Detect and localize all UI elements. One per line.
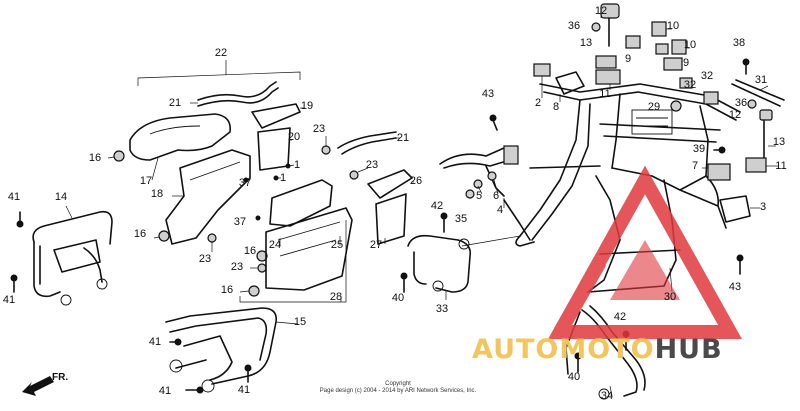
- callout-c17: 17: [140, 175, 152, 187]
- callout-c1a: 1: [294, 159, 300, 171]
- callout-c2: 2: [535, 97, 541, 109]
- watermark-brand-hub: HUB: [655, 334, 723, 365]
- callout-c42b: 42: [614, 311, 626, 323]
- callout-c41a: 41: [8, 191, 20, 203]
- callout-c23d: 23: [231, 261, 243, 273]
- callout-c24: 24: [269, 239, 281, 251]
- callout-c5: 5: [476, 190, 482, 202]
- callout-c37b: 37: [234, 216, 246, 228]
- callout-c16b: 16: [134, 228, 146, 240]
- callout-c12b: 12: [729, 109, 741, 121]
- callout-c23b: 23: [366, 159, 378, 171]
- callout-c11b: 11: [775, 160, 786, 172]
- callout-c23c: 23: [199, 253, 211, 265]
- callout-c32a: 32: [701, 70, 713, 82]
- callout-c27: 27: [370, 239, 382, 251]
- callout-c33: 33: [436, 303, 448, 315]
- callout-c31: 31: [755, 74, 767, 86]
- callout-c21a: 21: [169, 97, 181, 109]
- callout-c4: 4: [497, 204, 503, 216]
- callout-c6: 6: [493, 190, 499, 202]
- watermark-brand-automoto: AUTOMOTO: [472, 334, 655, 365]
- callout-c1b: 1: [280, 172, 286, 184]
- callout-c22: 22: [215, 47, 227, 59]
- callout-c43a: 43: [482, 88, 494, 100]
- watermark-logo: [548, 165, 742, 339]
- callout-c13b: 13: [773, 136, 785, 148]
- callout-c13a: 13: [580, 37, 592, 49]
- callout-c36b: 36: [735, 97, 747, 109]
- callout-c29: 29: [648, 101, 660, 113]
- watermark-brand: AUTOMOTOHUB: [472, 334, 723, 365]
- callout-c26: 26: [410, 175, 422, 187]
- callout-c9b: 9: [683, 57, 689, 69]
- wiring-harness: [439, 114, 531, 241]
- front-direction-label: FR.: [52, 372, 68, 383]
- copyright-title: Copyright: [385, 381, 411, 387]
- callout-c38: 38: [733, 37, 745, 49]
- callout-c18: 18: [151, 188, 163, 200]
- callout-c3: 3: [760, 201, 766, 213]
- callout-c10a: 10: [667, 20, 679, 32]
- callout-c21b: 21: [397, 132, 409, 144]
- callout-c12a: 12: [595, 5, 607, 17]
- callout-c40b: 40: [568, 371, 580, 383]
- side-cover-assembly: [107, 60, 414, 303]
- main-frame: [515, 83, 741, 293]
- callout-c16c: 16: [244, 245, 256, 257]
- callout-c28: 28: [330, 291, 342, 303]
- callout-c16d: 16: [221, 284, 233, 296]
- callout-c41c: 41: [149, 336, 161, 348]
- callout-c9a: 9: [625, 53, 631, 65]
- callout-c23a: 23: [313, 123, 325, 135]
- guard-33: [400, 234, 521, 300]
- callout-c41e: 41: [238, 384, 250, 396]
- callout-c41d: 41: [159, 385, 171, 397]
- callout-c19: 19: [301, 100, 313, 112]
- callout-c32b: 32: [684, 79, 696, 91]
- callout-c16a: 16: [89, 152, 101, 164]
- callout-c40a: 40: [392, 292, 404, 304]
- callout-c34: 34: [601, 390, 613, 402]
- copyright-line: Page design (c) 2004 - 2014 by ARI Netwo…: [320, 388, 477, 394]
- callout-c11a: 11: [599, 88, 610, 100]
- callout-c25: 25: [331, 239, 343, 251]
- rear-guard-14: [10, 205, 113, 306]
- callout-c36a: 36: [568, 20, 580, 32]
- callout-c37a: 37: [239, 177, 251, 189]
- callout-c20: 20: [288, 131, 300, 143]
- front-direction-arrow: FR.: [22, 372, 68, 396]
- callout-c39: 39: [693, 143, 705, 155]
- front-guard-15: [165, 307, 299, 394]
- electrical-components: [533, 3, 785, 275]
- callout-c43b: 43: [729, 281, 741, 293]
- callout-c15: 15: [294, 316, 306, 328]
- callout-c30: 30: [664, 291, 676, 303]
- callout-c42a: 42: [431, 200, 443, 212]
- callout-c14: 14: [55, 191, 67, 203]
- callout-c8: 8: [553, 101, 559, 113]
- callout-c10b: 10: [684, 39, 696, 51]
- callout-c35: 35: [455, 213, 467, 225]
- callout-c41b: 41: [3, 294, 15, 306]
- callout-c7: 7: [692, 160, 698, 172]
